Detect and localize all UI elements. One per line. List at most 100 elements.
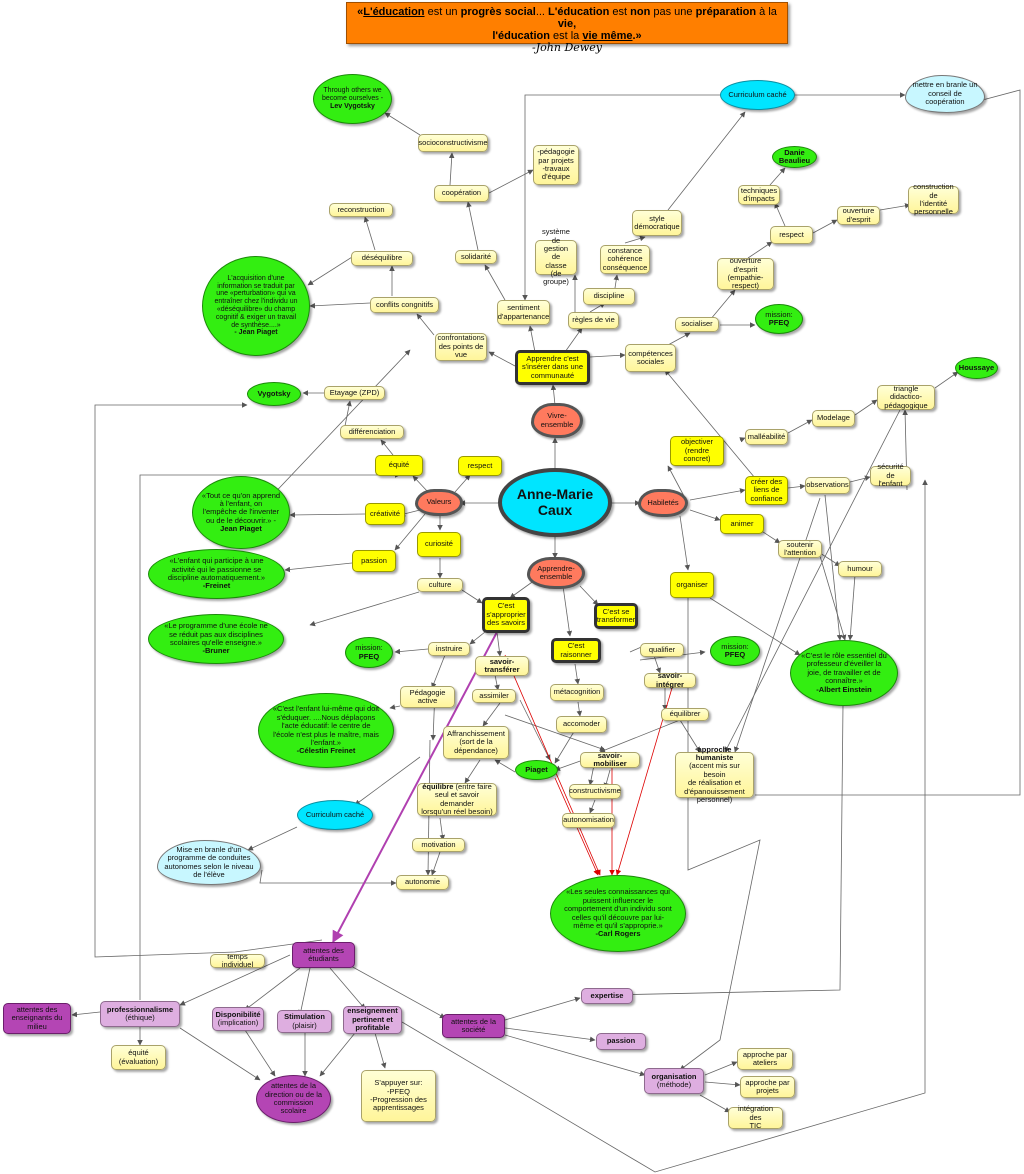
transformer-node[interactable]: C'est se transformer <box>594 603 638 629</box>
organisation-rest: (méthode) <box>656 1080 692 1089</box>
mission-pfeq2-label: mission: <box>355 643 383 653</box>
animer-node[interactable]: animer <box>720 514 764 534</box>
vygotsky-node[interactable]: Vygotsky <box>247 382 301 406</box>
pedagogie-projets-node[interactable]: -pédagogie par projets -travaux d'équipe <box>533 145 579 185</box>
inserer-communaute-node[interactable]: Apprendre c'est s'insérer dans une commu… <box>515 350 590 385</box>
humour-node[interactable]: humour <box>838 561 882 577</box>
appuyer-pfeq-node[interactable]: S'appuyer sur: -PFEQ -Progression des ap… <box>361 1070 436 1122</box>
sentiment-appartenance-node[interactable]: sentiment d'appartenance <box>497 300 550 325</box>
attentes-milieu-node[interactable]: attentes des enseignants du milieu <box>3 1003 71 1034</box>
discipline-node[interactable]: discipline <box>583 288 635 305</box>
apprendre-ensemble-node[interactable]: Apprendre- ensemble <box>527 557 585 589</box>
savoir-mobiliser-node[interactable]: savoir-mobiliser <box>580 751 640 768</box>
passion-valeur-node[interactable]: passion <box>352 550 396 572</box>
disponibilite-node[interactable]: Disponibilité (implication) <box>212 1007 264 1031</box>
objectiver-node[interactable]: objectiver (rendre concret) <box>670 436 724 466</box>
einstein-quote-bubble: «C'est le rôle essentiel du professeur d… <box>790 640 898 706</box>
ouverture-esprit-node[interactable]: ouverture d'esprit (empathie- respect) <box>717 257 774 290</box>
savoir-transferer-node[interactable]: savoir- transférer <box>475 656 529 676</box>
pedagogie-active-node[interactable]: Pédagogie active <box>400 686 455 708</box>
piaget-node[interactable]: Piaget <box>515 760 558 780</box>
metacognition-node[interactable]: métacognition <box>550 684 604 701</box>
qualifier-label: qualifier <box>648 644 676 654</box>
soutenir-attention-node[interactable]: soutenir l'attention <box>778 540 822 558</box>
assimiler-node[interactable]: assimiler <box>472 689 516 703</box>
enseignement-pertinent-node[interactable]: enseignement pertinent et profitable <box>343 1006 402 1034</box>
attentes-societe-node[interactable]: attentes de la société <box>442 1014 505 1038</box>
qualifier-node[interactable]: qualifier <box>640 643 684 657</box>
houssaye-node[interactable]: Houssaye <box>955 357 998 379</box>
autonomisation-node[interactable]: autonomisation <box>562 813 615 828</box>
reconstruction-node[interactable]: reconstruction <box>329 203 393 217</box>
professionnalisme-node[interactable]: professionnalisme (éthique) <box>100 1001 180 1027</box>
respect-valeur-node[interactable]: respect <box>458 456 502 476</box>
curiosite-node[interactable]: curiosité <box>417 532 461 557</box>
ouverture-esprit-2-node[interactable]: ouverture d'esprit <box>837 206 880 225</box>
securite-enfant-node[interactable]: sécurité de l'enfant <box>870 463 911 488</box>
modelage-node[interactable]: Modelage <box>812 410 855 427</box>
culture-node[interactable]: culture <box>417 578 463 592</box>
organiser-label: organiser <box>676 579 708 589</box>
equite-node[interactable]: équité <box>375 455 423 476</box>
center-node[interactable]: Anne-Marie Caux <box>498 468 612 537</box>
malleabilite-node[interactable]: malléabilité <box>745 429 788 445</box>
construction-identite-node[interactable]: construction de l'identité personnelle <box>908 183 959 216</box>
techniques-impacts-node[interactable]: techniques d'impacts <box>738 185 780 205</box>
integration-tic-node[interactable]: intégration des TIC <box>728 1105 783 1130</box>
systeme-gestion-node[interactable]: système de gestion de classe (de groupe) <box>535 227 577 286</box>
banner-word-vie-meme: vie même <box>582 30 633 42</box>
organisation-node[interactable]: organisation (méthode) <box>644 1068 704 1094</box>
equite-evaluation-node[interactable]: équité (évaluation) <box>111 1045 166 1070</box>
desequilibre-node[interactable]: déséquilibre <box>351 251 413 266</box>
style-democratique-node[interactable]: style démocratique <box>632 210 682 236</box>
equilibrer-node[interactable]: équilibrer <box>661 708 709 721</box>
curriculum-cache-top-node[interactable]: Curriculum caché <box>720 80 795 110</box>
organiser-node[interactable]: organiser <box>670 572 714 598</box>
vivre-ensemble-node[interactable]: Vivre- ensemble <box>531 403 583 438</box>
equilibre-node[interactable]: équilibre (entre faire seul et savoir de… <box>417 782 497 816</box>
stimulation-node[interactable]: Stimulation (plaisir) <box>277 1010 332 1033</box>
approprier-savoirs-node[interactable]: C'est s'approprier des savoirs <box>482 597 530 633</box>
constance-node[interactable]: constance cohérence conséquence <box>600 245 650 274</box>
attentes-direction-node[interactable]: attentes de la direction ou de la commis… <box>256 1075 331 1123</box>
raisonner-node[interactable]: C'est raisonner <box>551 638 601 663</box>
cooperation-node[interactable]: coopération <box>434 185 489 202</box>
mise-en-branle-cloud[interactable]: Mise en branle d'un programme de conduit… <box>157 840 261 885</box>
accomoder-node[interactable]: accomoder <box>556 716 607 733</box>
danie-beaulieu-node[interactable]: Danie Beaulieu <box>772 146 817 168</box>
motivation-node[interactable]: motivation <box>412 838 465 852</box>
instruire-node[interactable]: instruire <box>428 642 470 656</box>
observations-node[interactable]: observations <box>805 477 850 494</box>
creer-liens-node[interactable]: créer des liens de confiance <box>745 476 788 505</box>
socioconstructivisme-node[interactable]: socioconstructivisme <box>418 134 488 152</box>
approche-ateliers-node[interactable]: approche par ateliers <box>737 1048 793 1070</box>
approche-projets-node[interactable]: approche par projets <box>740 1076 795 1098</box>
triangle-didactique-node[interactable]: triangle didactico- pédagogique <box>877 384 935 410</box>
affranchissement-node[interactable]: Affranchissement (sort de la dépendance) <box>443 726 509 759</box>
attentes-etudiants-node[interactable]: attentes des étudiants <box>292 942 355 968</box>
confrontations-node[interactable]: confrontations des points de vue <box>435 333 487 361</box>
temps-individuel-node[interactable]: temps individuel <box>210 952 265 969</box>
constructivisme-node[interactable]: constructivisme <box>569 784 621 799</box>
approche-humaniste-node[interactable]: approche humaniste (accent mis sur besoi… <box>675 745 754 803</box>
valeurs-node[interactable]: Valeurs <box>415 489 463 516</box>
curriculum-cache-bottom-node[interactable]: Curriculum caché <box>297 800 373 830</box>
equite-eval-label: équité (évaluation) <box>118 1048 159 1066</box>
conflits-cognitifs-node[interactable]: conflits congnitifs <box>370 297 439 313</box>
differenciation-node[interactable]: différenciation <box>340 425 404 439</box>
creativite-node[interactable]: créativité <box>365 503 405 525</box>
solidarite-node[interactable]: solidarité <box>455 250 497 264</box>
autonomie-node[interactable]: autonomie <box>396 875 449 890</box>
habiletes-node[interactable]: Habiletés <box>638 489 688 517</box>
competences-sociales-node[interactable]: compétences sociales <box>625 344 676 372</box>
expertise-node[interactable]: expertise <box>581 988 633 1004</box>
passion-societe-node[interactable]: passion <box>596 1033 646 1050</box>
enseignement-label: enseignement pertinent et profitable <box>347 1006 398 1033</box>
respect-habilete-node[interactable]: respect <box>770 226 813 244</box>
regles-vie-node[interactable]: règles de vie <box>568 312 619 329</box>
savoir-integrer-node[interactable]: savoir-intégrer <box>644 671 696 688</box>
socialiser-node[interactable]: socialiser <box>675 317 719 332</box>
passion-societe-label: passion <box>606 1036 636 1046</box>
etayage-node[interactable]: Etayage (ZPD) <box>324 386 385 400</box>
conseil-cooperation-cloud[interactable]: mettre en branle un conseil de coopérati… <box>905 75 985 113</box>
